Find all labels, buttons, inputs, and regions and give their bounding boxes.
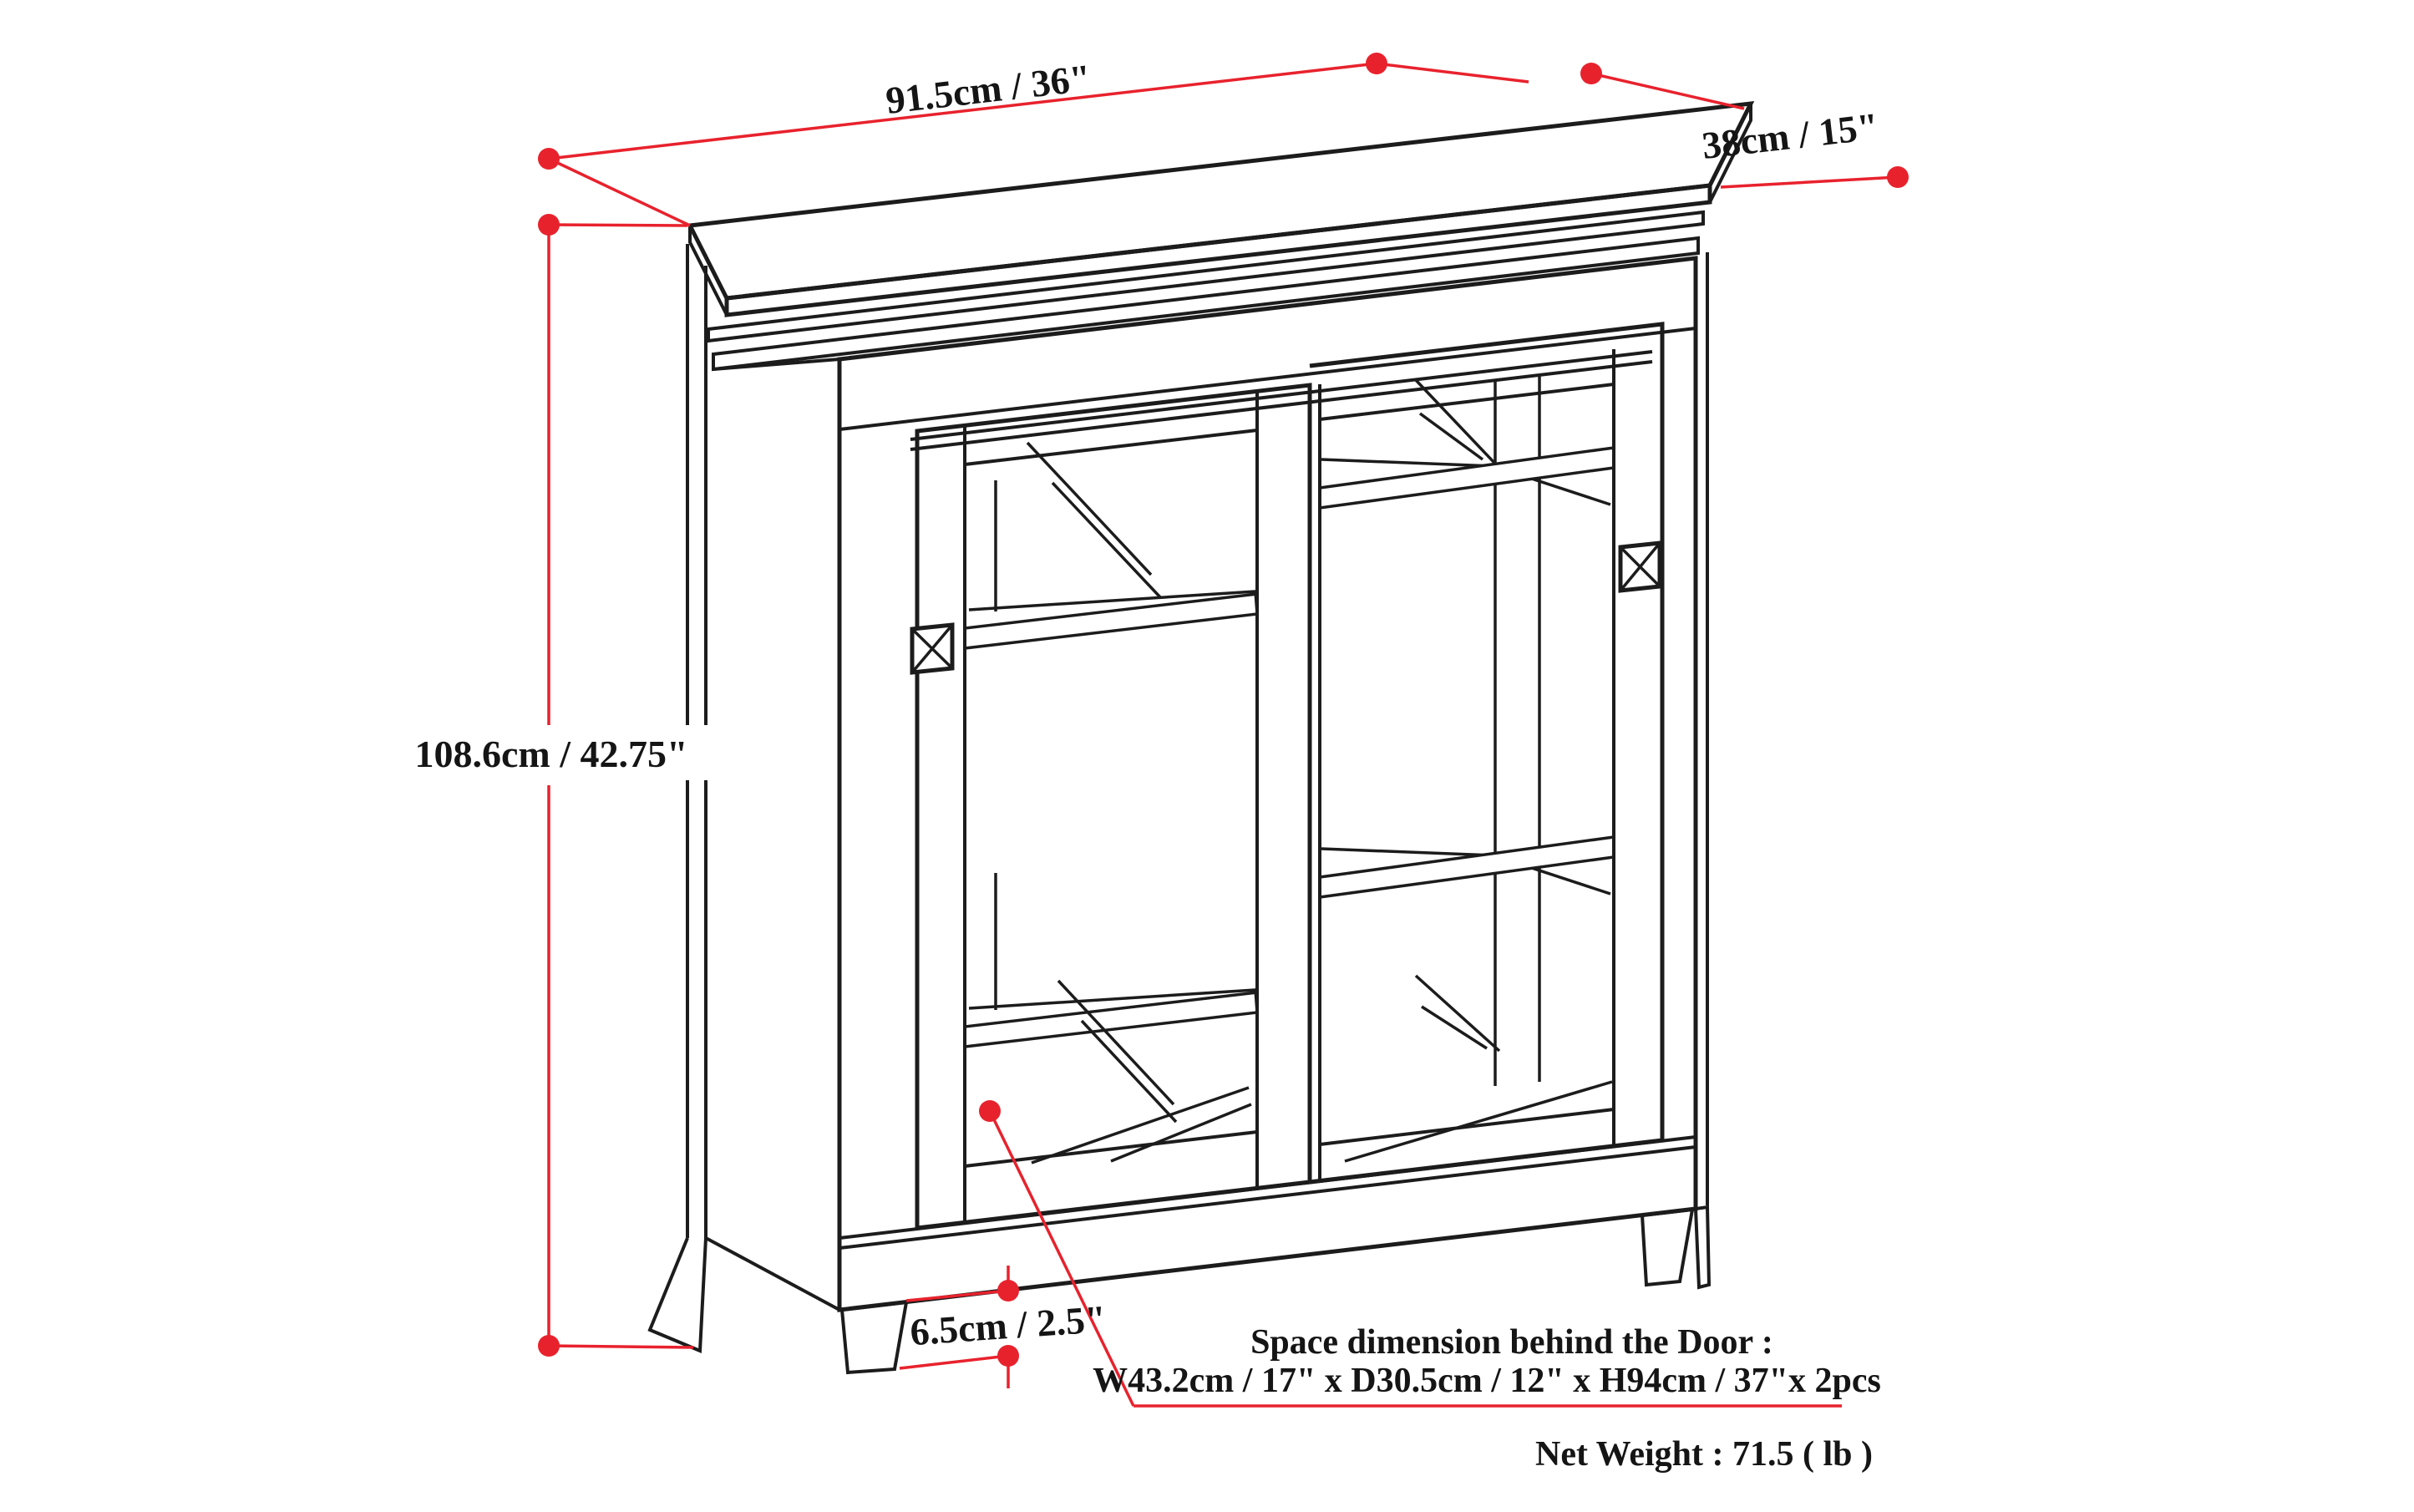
height-label-backplate xyxy=(380,725,714,780)
dot-leg-top xyxy=(997,1280,1019,1301)
dot-width-right xyxy=(1366,53,1387,74)
glass-reflection-marks xyxy=(1026,378,1501,1124)
dot-depth-front xyxy=(1887,166,1909,188)
interior-left-compartment xyxy=(963,480,1259,1164)
dimension-lines xyxy=(547,62,1899,1408)
left-shelf-upper xyxy=(963,590,1259,650)
depth-dimension-label: 38cm / 15" xyxy=(1700,104,1880,167)
legs xyxy=(839,1205,1712,1375)
width-dimension-line xyxy=(548,62,1529,227)
dot-height-bottom xyxy=(538,1335,560,1357)
interior-right-compartment xyxy=(1318,376,1615,1163)
height-dimension-line xyxy=(547,223,694,1349)
left-door-handle-icon xyxy=(910,622,955,675)
dot-width-left xyxy=(538,148,560,170)
callout-leader-line xyxy=(988,1110,1842,1408)
cabinet-line-art xyxy=(647,100,1755,1375)
right-shelf-upper xyxy=(1318,445,1615,510)
width-dimension-label: 91.5cm / 36" xyxy=(884,56,1093,122)
right-sliding-door xyxy=(1309,322,1665,1185)
front-left-leg xyxy=(839,1300,909,1375)
dot-depth-back xyxy=(1580,63,1602,84)
front-right-leg xyxy=(1640,1207,1695,1287)
net-weight-label: Net Weight : 71.5 ( lb ) xyxy=(1535,1435,1873,1474)
back-left-leg xyxy=(647,1237,707,1353)
space-dimension-note-line1: Space dimension behind the Door : xyxy=(1250,1323,1773,1362)
left-side-panel xyxy=(647,244,840,1353)
dot-height-top xyxy=(538,214,560,236)
depth-dimension-line xyxy=(1590,72,1899,189)
top-molding xyxy=(707,210,1705,372)
left-sliding-door xyxy=(915,383,1312,1230)
dot-leg-bottom xyxy=(997,1345,1019,1367)
left-shelf-lower xyxy=(963,988,1259,1048)
back-right-leg xyxy=(1693,1205,1712,1290)
space-dimension-note-line2: W43.2cm / 17" x D30.5cm / 12" x H94cm / … xyxy=(1093,1362,1881,1400)
labels: 91.5cm / 36" 38cm / 15" 108.6cm / 42.75"… xyxy=(380,56,1881,1474)
right-shelf-lower xyxy=(1318,835,1615,900)
right-door-handle-icon xyxy=(1618,540,1662,593)
door-handles xyxy=(910,540,1662,675)
dimension-dots xyxy=(538,53,1909,1367)
height-dimension-label: 108.6cm / 42.75" xyxy=(414,733,687,775)
leg-height-dimension-label: 6.5cm / 2.5" xyxy=(909,1297,1108,1353)
dot-callout-interior xyxy=(979,1100,1001,1122)
cabinet-top-slab xyxy=(687,100,1755,317)
